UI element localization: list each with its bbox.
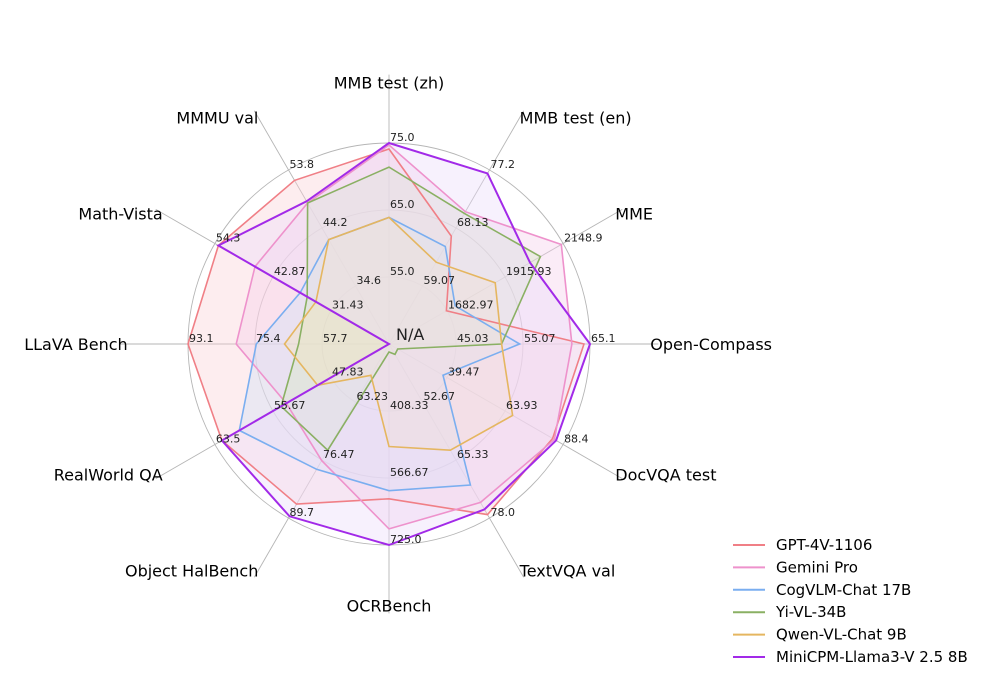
axis-label: MMB test (en)	[520, 109, 632, 128]
radar-tick-labels: 45.03 55.07 65.1 1682.97 1915.93 2148.9 59.07 6…	[189, 131, 616, 546]
series-line-4	[283, 216, 514, 452]
tick-label: 75.0	[390, 131, 415, 144]
axis-label: Object HalBench	[125, 561, 258, 580]
axis-label: RealWorld QA	[54, 466, 163, 485]
tick-label: 725.0	[390, 533, 422, 546]
axis-label: DocVQA test	[615, 466, 716, 485]
series-line-0	[187, 148, 586, 516]
series-line-1	[235, 143, 573, 530]
legend-entry-5: MiniCPM-Llama3-V 2.5 8B	[776, 648, 968, 666]
legend-entry-2: CogVLM-Chat 17B	[776, 581, 911, 599]
axis-label: TextVQA val	[519, 561, 616, 580]
tick-label: 44.2	[323, 216, 348, 229]
tick-label: 42.87	[274, 265, 306, 278]
tick-label: 47.83	[332, 366, 364, 379]
axis-label: OCRBench	[347, 596, 432, 615]
center-label: N/A	[396, 325, 424, 344]
tick-label: 54.3	[216, 232, 241, 245]
tick-label: 78.0	[491, 506, 516, 519]
spoke-2	[388, 110, 525, 345]
spoke-4	[253, 110, 390, 345]
tick-label: 76.47	[323, 448, 355, 461]
tick-label: 63.93	[506, 399, 537, 412]
legend-entry-4: Qwen-VL-Chat 9B	[776, 626, 907, 644]
tick-label: 88.4	[564, 433, 589, 446]
tick-label: 75.4	[256, 332, 281, 345]
tick-label: 34.6	[357, 274, 382, 287]
tick-label: 1915.93	[506, 265, 551, 278]
tick-label: 65.33	[457, 448, 489, 461]
tick-label: 1682.97	[448, 299, 494, 312]
series-fill-2	[239, 217, 520, 491]
tick-label: 77.2	[491, 158, 516, 171]
tick-label: 55.07	[524, 332, 556, 345]
radar-series-layer	[187, 141, 592, 547]
spoke-1	[388, 208, 623, 345]
tick-label: 65.1	[591, 332, 616, 345]
axis-label: Math-Vista	[78, 204, 162, 223]
tick-label: 39.47	[448, 366, 480, 379]
legend-entry-1: Gemini Pro	[776, 558, 858, 576]
tick-label: 55.67	[274, 399, 306, 412]
tick-label: 89.7	[290, 506, 315, 519]
axis-label: MMMU val	[176, 109, 258, 128]
tick-label: 408.33	[390, 399, 429, 412]
axis-label: MMB test (zh)	[334, 74, 445, 93]
series-fill-0	[188, 149, 584, 515]
tick-label: 31.43	[332, 299, 364, 312]
series-line-2	[238, 216, 522, 492]
tick-label: 68.13	[457, 216, 489, 229]
series-fill-4	[284, 217, 513, 451]
spoke-11	[388, 343, 623, 480]
axis-label: MME	[615, 204, 653, 223]
axis-label: LLaVA Bench	[24, 335, 127, 354]
tick-label: 57.7	[323, 332, 348, 345]
radar-axis-labels: Open-Compass MME MMB test (en) MMB test (zh…	[24, 74, 772, 616]
legend-entry-0: GPT-4V-1106	[776, 536, 872, 554]
tick-label: 566.67	[390, 466, 429, 479]
tick-label: 52.67	[424, 390, 456, 403]
tick-label: 63.5	[216, 433, 241, 446]
tick-label: 59.07	[424, 274, 456, 287]
spoke-10	[388, 343, 525, 578]
series-line-5	[216, 141, 592, 547]
series-line-3	[280, 166, 542, 452]
tick-label: 45.03	[457, 332, 489, 345]
tick-label: 65.0	[390, 198, 415, 211]
series-fill-1	[236, 145, 572, 529]
tick-label: 93.1	[189, 332, 214, 345]
tick-label: 55.0	[390, 265, 415, 278]
tick-label: 63.23	[357, 390, 389, 403]
tick-label: 2148.9	[564, 232, 603, 245]
axis-label: Open-Compass	[650, 335, 772, 354]
legend-entry-3: Yi-VL-34B	[775, 603, 846, 621]
tick-label: 53.8	[290, 158, 315, 171]
